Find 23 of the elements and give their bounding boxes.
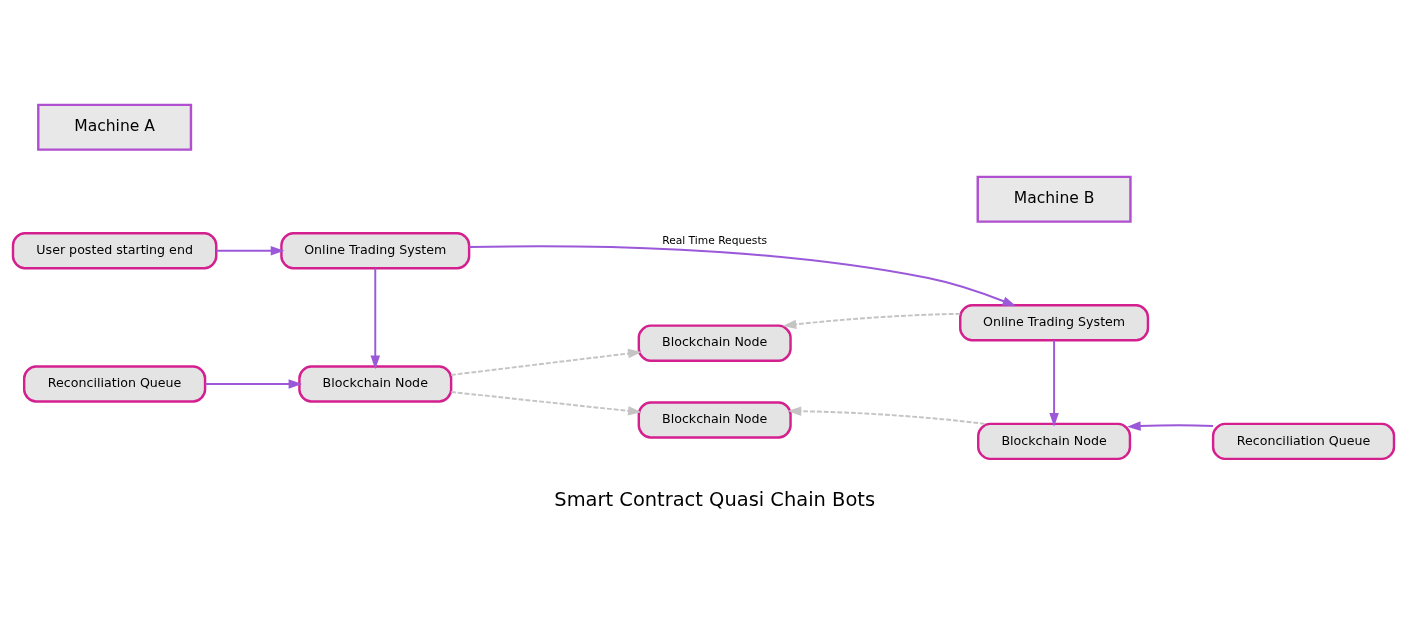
node-box: Reconciliation Queue [1211, 422, 1396, 461]
arrow [1049, 339, 1059, 427]
arrow [468, 245, 1017, 307]
node-box: Machine B [976, 175, 1132, 223]
node-box: User posted starting end [11, 232, 218, 270]
arrow [450, 391, 642, 416]
arrow [370, 267, 381, 370]
node-box: Online Trading System [280, 232, 471, 270]
node-box: Blockchain Node [637, 401, 792, 439]
node-box: Machine A [37, 103, 193, 151]
arrow [215, 246, 285, 256]
label: Smart Contract Quasi Chain Bots [554, 487, 876, 511]
arrow [782, 312, 962, 330]
arrow [204, 379, 303, 389]
arrow [1127, 421, 1215, 431]
node-box: Blockchain Node [298, 365, 453, 403]
node-box: Blockchain Node [977, 422, 1132, 461]
edge-label: Real Time Requests [662, 233, 768, 247]
arrow [787, 406, 986, 425]
node-box: Blockchain Node [637, 324, 792, 362]
arrow [450, 348, 642, 376]
node-box: Reconciliation Queue [22, 365, 207, 403]
node-box: Online Trading System [959, 304, 1150, 342]
